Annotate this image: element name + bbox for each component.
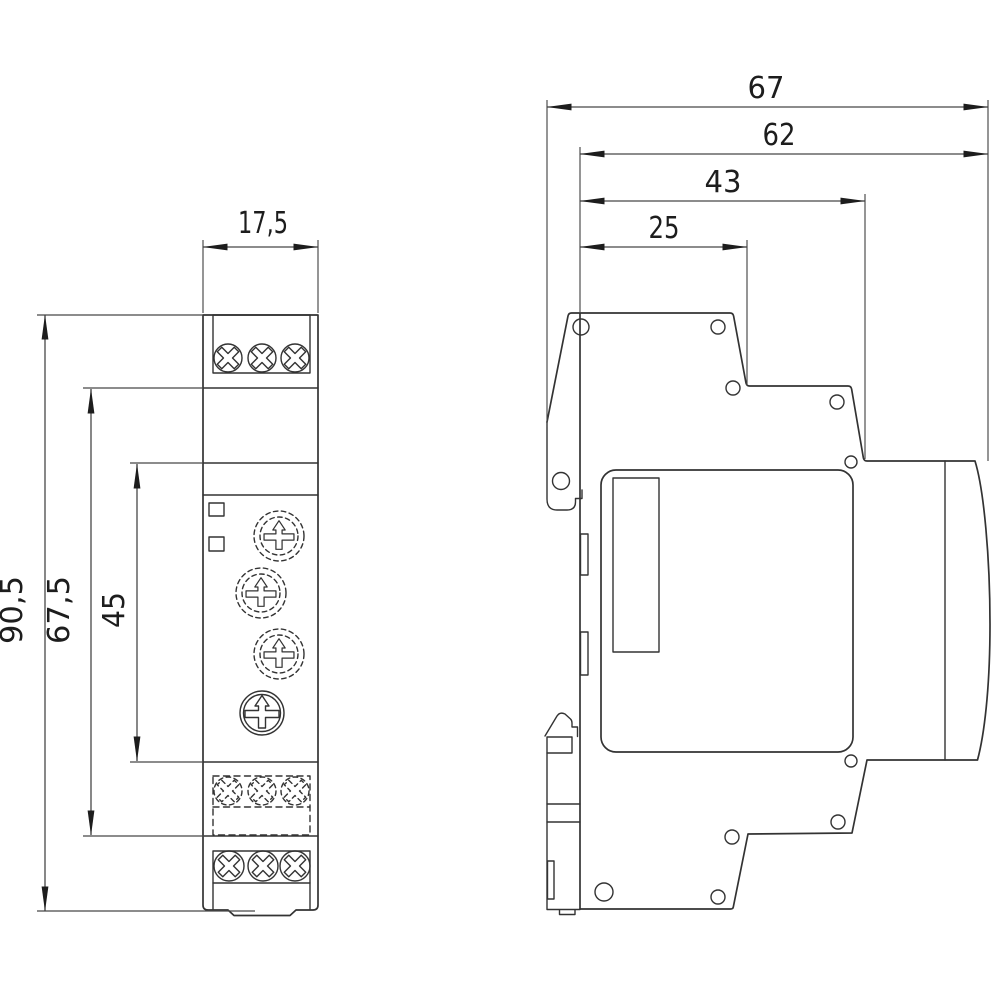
din-clip-upper [546, 421, 583, 511]
screw-hole [844, 455, 858, 469]
dim-depth-overall: 67 [546, 71, 989, 461]
din-clip-spring [546, 860, 555, 900]
dim-depth-mid: 43 [579, 165, 866, 459]
screw-hole [572, 318, 590, 336]
label-window [612, 477, 660, 653]
din-clip-rect [546, 736, 573, 754]
bottom-terminal-screw-icon [277, 848, 313, 884]
adjustment-knob-icon [235, 567, 287, 619]
dim-label-height-panel: 45 [97, 592, 132, 628]
side-body-outline [546, 312, 991, 910]
dim-label-height-upper: 67,5 [42, 576, 77, 644]
screw-hole [710, 889, 726, 905]
adjustment-knob-icon [253, 510, 305, 562]
dim-label-depth-body: 62 [763, 118, 796, 153]
front-body-outline [202, 314, 319, 917]
face-tab [579, 631, 589, 676]
led-window [208, 502, 225, 517]
top-terminal-recess [212, 314, 311, 374]
dim-label-height-overall: 90,5 [0, 576, 30, 644]
screw-hole [725, 380, 741, 396]
top-terminal-screw-icon [277, 340, 313, 376]
dim-height-overall: 90,5 [0, 314, 255, 912]
dimensions: 67 62 43 25 17,5 [0, 71, 989, 912]
screw-hole [844, 754, 858, 768]
screw-hole [829, 394, 845, 410]
led-window [208, 536, 225, 552]
screw-hole [710, 319, 726, 335]
bottom-tab [558, 909, 576, 916]
hidden-screw-icon [210, 773, 246, 809]
dim-height-upper: 67,5 [42, 387, 213, 837]
din-clip-lower [544, 712, 579, 738]
face-tab [579, 533, 589, 576]
dim-height-panel: 45 [97, 462, 203, 763]
hidden-screw-icon [277, 773, 313, 809]
bottom-terminal-screw-icon [211, 848, 247, 884]
side-view [544, 312, 991, 916]
front-view [202, 314, 319, 917]
dim-front-width: 17,5 [202, 206, 319, 313]
screw-hole [830, 814, 846, 830]
din-clip-body [546, 752, 581, 911]
bottom-terminal-block [211, 848, 313, 910]
top-terminal-screw-icon [244, 340, 280, 376]
dim-label-depth-mid: 43 [705, 165, 742, 200]
screw-hole [724, 829, 740, 845]
hidden-screw-icon [244, 773, 280, 809]
dim-depth-front: 25 [579, 211, 748, 385]
screw-hole [551, 471, 571, 491]
dim-label-depth-overall: 67 [748, 71, 785, 106]
screw-hole [594, 882, 614, 902]
main-knob-icon [239, 690, 285, 736]
top-terminal-screw-icon [210, 340, 246, 376]
adjustment-knob-icon [253, 628, 305, 680]
dim-depth-body: 62 [579, 118, 989, 313]
module-body [600, 469, 854, 753]
bottom-terminal-screw-icon [245, 848, 281, 884]
dim-label-front-width: 17,5 [238, 206, 288, 241]
hidden-terminal-block [210, 773, 313, 836]
dim-label-depth-front: 25 [649, 211, 680, 246]
